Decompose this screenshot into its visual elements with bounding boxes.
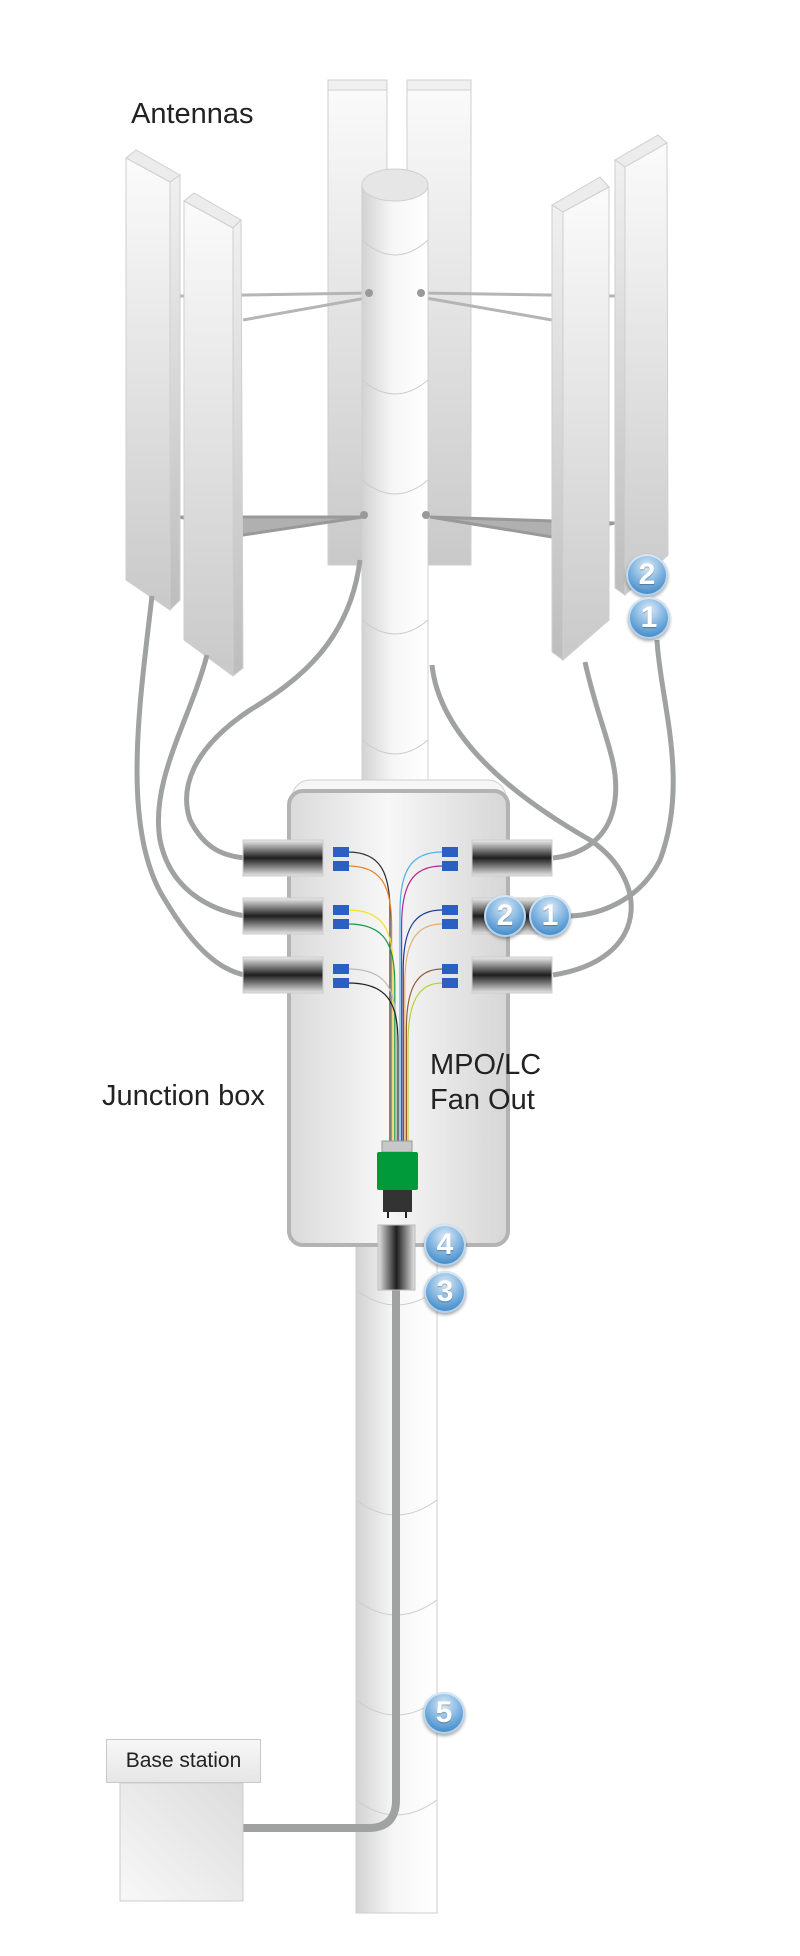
antennas-label: Antennas (131, 98, 254, 130)
fan-out-label-line1: MPO/LC (430, 1049, 542, 1081)
fiber-left (347, 851, 391, 1141)
badge-mpo-3: 3 (424, 1271, 466, 1313)
badge-antenna-1: 1 (628, 597, 670, 639)
badge-box-port-2: 2 (484, 895, 526, 937)
fiber-left (347, 923, 396, 1141)
badge-antenna-2: 2 (626, 554, 668, 596)
mpo-coupler (377, 1224, 416, 1291)
left-connectors (242, 839, 324, 994)
badge-trunk-5: 5 (423, 1692, 465, 1734)
fiber-right (405, 968, 443, 1141)
lc-connector-right (442, 905, 458, 915)
badge-box-port-1: 1 (529, 895, 571, 937)
fiber-left (347, 865, 393, 1141)
base-station-body (119, 1782, 244, 1902)
fiber-right (404, 923, 443, 1141)
lc-connector-right (442, 847, 458, 857)
lc-connector-right (442, 978, 458, 988)
mpo-connector (377, 1140, 418, 1218)
fan-out-label: MPO/LC Fan Out (430, 1048, 541, 1118)
fiber-left (347, 982, 399, 1141)
antenna-right-1 (551, 176, 610, 662)
jumper-cables (134, 559, 676, 978)
antenna-right-2 (614, 134, 669, 597)
lc-connector-right (442, 919, 458, 929)
lc-connector-left (333, 847, 349, 857)
fiber-left (347, 909, 394, 1141)
connector-right-3 (471, 956, 553, 994)
lc-connector-left (333, 919, 349, 929)
lc-connector-left (333, 905, 349, 915)
pole-upper (360, 168, 430, 786)
antenna-left-1 (125, 149, 181, 612)
badge-mpo-4: 4 (424, 1224, 466, 1266)
fan-out-label-line2: Fan Out (430, 1084, 535, 1116)
trunk-cable (243, 1224, 416, 1832)
lc-connector-right (442, 964, 458, 974)
connector-left-2 (242, 897, 324, 935)
base-station-label: Base station (106, 1739, 261, 1783)
connector-left-3 (242, 956, 324, 994)
lc-connector-left (333, 861, 349, 871)
connector-left-1 (242, 839, 324, 877)
fiber-right (401, 865, 443, 1141)
fiber-right (407, 982, 443, 1141)
lc-connectors (333, 847, 458, 988)
antenna-left-2 (183, 192, 244, 678)
junction-box-label: Junction box (102, 1080, 265, 1112)
fiber-left (347, 968, 397, 1141)
fan-out-fibers (347, 851, 443, 1141)
fiber-right (402, 909, 443, 1141)
fiber-right (399, 851, 443, 1141)
lc-connector-left (333, 964, 349, 974)
lc-connector-right (442, 861, 458, 871)
lc-connector-left (333, 978, 349, 988)
connector-right-1 (471, 839, 553, 877)
